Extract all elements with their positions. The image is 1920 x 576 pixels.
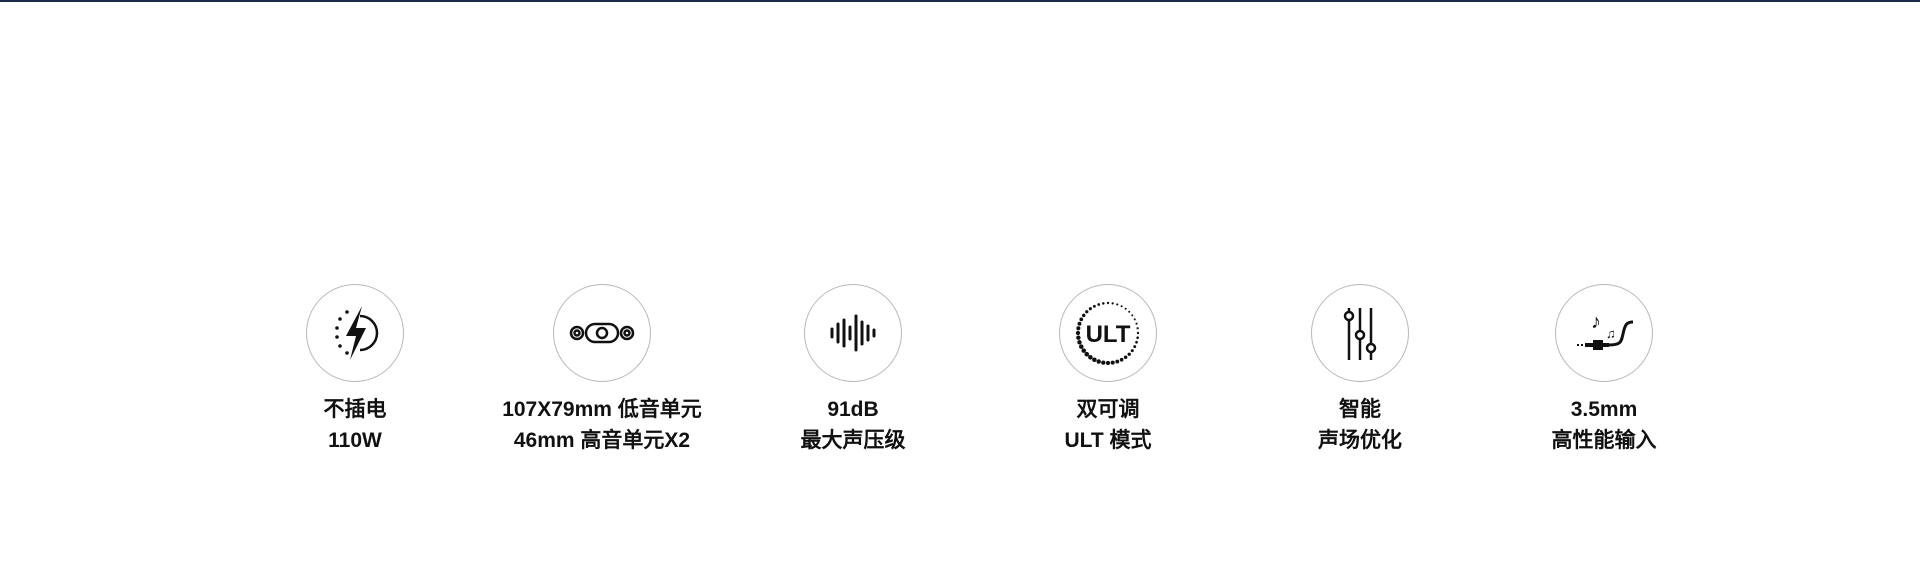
- feature-title: 智能: [1339, 398, 1381, 421]
- ult-ring-dot: [1136, 327, 1139, 330]
- ult-icon-label: ULT: [1086, 321, 1131, 348]
- ult-ring-dot: [1136, 336, 1139, 339]
- svg-text:♫: ♫: [1606, 326, 1616, 341]
- feature-value: 声场优化: [1318, 429, 1402, 452]
- ult-ring-dot: [1120, 305, 1123, 308]
- feature-drivers: 107X79mm 低音单元 46mm 高音单元X2: [452, 284, 752, 456]
- ult-ring-dot: [1102, 302, 1105, 305]
- ult-ring-dot: [1079, 344, 1084, 349]
- ult-ring-dot: [1116, 303, 1119, 306]
- feature-value: 高性能输入: [1551, 429, 1657, 452]
- ult-ring-dot: [1077, 340, 1082, 345]
- feature-spl: 91dB 最大声压级: [703, 284, 1003, 456]
- ult-ring-dot: [1077, 321, 1082, 326]
- ult-ring-dot: [1088, 354, 1093, 360]
- feature-eq: 智能 声场优化: [1210, 284, 1510, 456]
- feature-aux: ♪♫ 3.5mm 高性能输入: [1454, 284, 1754, 456]
- audio-jack-icon: ♪♫: [1555, 284, 1653, 382]
- feature-title: 91dB: [827, 398, 879, 421]
- ult-ring-dot: [1081, 348, 1087, 353]
- svg-text:♪: ♪: [1591, 311, 1601, 333]
- feature-power: 不插电 110W: [205, 284, 505, 456]
- ult-ring-dot: [1088, 307, 1092, 311]
- ult-ring-dot: [1127, 352, 1131, 356]
- ult-ring-dot: [1106, 301, 1110, 305]
- speaker-drivers-icon: [553, 284, 651, 382]
- ult-ring-dot: [1081, 313, 1086, 318]
- ult-ring-dot: [1097, 303, 1101, 306]
- feature-title: 双可调: [1076, 398, 1140, 421]
- ult-ring-dot: [1092, 304, 1096, 308]
- ult-ring-dot: [1079, 317, 1084, 322]
- ult-ring-dot: [1135, 340, 1138, 344]
- ult-ring-dot: [1075, 330, 1081, 336]
- ult-ring-dot: [1092, 357, 1097, 362]
- ult-ring-dot: [1130, 349, 1134, 353]
- ult-ring-dot: [1101, 360, 1106, 365]
- ult-ring-dot: [1131, 314, 1134, 317]
- ult-icon: ULT: [1059, 284, 1157, 382]
- feature-title: 3.5mm: [1570, 398, 1638, 421]
- ult-ring-dot: [1115, 359, 1120, 364]
- ult-ring-dot: [1136, 331, 1140, 335]
- ult-ring-dot: [1111, 302, 1114, 305]
- feature-ult: ULT 双可调 ULT 模式: [958, 284, 1258, 456]
- ult-ring-dot: [1128, 310, 1131, 313]
- ult-ring-dot: [1085, 310, 1089, 314]
- ult-ring-dot: [1133, 318, 1136, 321]
- feature-value: 110W: [328, 429, 382, 452]
- ult-ring-dot: [1135, 322, 1138, 325]
- ult-ring-dot: [1123, 355, 1128, 360]
- ult-ring-dot: [1119, 357, 1124, 362]
- lightning-icon: [306, 284, 404, 382]
- feature-value: 最大声压级: [800, 429, 906, 452]
- ult-ring-dot: [1096, 359, 1101, 364]
- ult-ring-dot: [1133, 345, 1137, 349]
- ult-ring-dot: [1084, 351, 1090, 357]
- equalizer-icon: [1311, 284, 1409, 382]
- feature-title: 107X79mm 低音单元: [502, 398, 702, 421]
- ult-ring-dot: [1076, 326, 1081, 331]
- sound-wave-icon: [804, 284, 902, 382]
- top-border: [0, 0, 1920, 2]
- ult-ring-dot: [1105, 360, 1111, 366]
- feature-value: ULT 模式: [1064, 429, 1152, 452]
- feature-title: 不插电: [323, 398, 387, 421]
- ult-ring-dot: [1110, 360, 1115, 365]
- ult-ring-dot: [1124, 307, 1127, 310]
- feature-value: 46mm 高音单元X2: [513, 429, 691, 452]
- ult-ring-dot: [1076, 335, 1081, 340]
